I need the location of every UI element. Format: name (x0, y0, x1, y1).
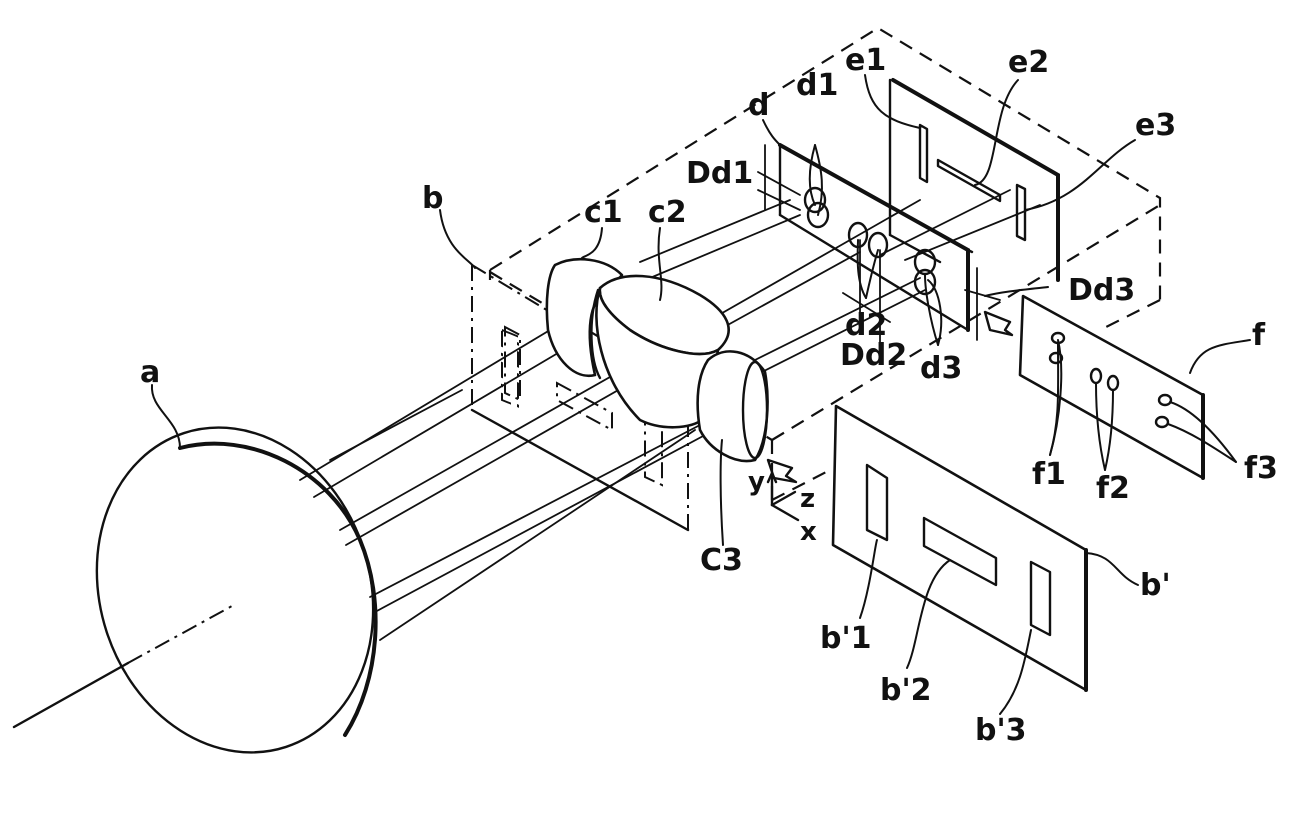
slit-plate-b-prime (831, 404, 1088, 692)
label-b: b (422, 181, 443, 216)
label-a: a (140, 355, 160, 390)
slit-plate-e (849, 78, 1060, 282)
label-f3: f3 (1244, 451, 1278, 486)
concave-mirror-a (12, 426, 378, 754)
dimension-markers (757, 144, 1014, 484)
coordinate-axes (766, 471, 800, 522)
axis-label-z: z (800, 484, 815, 514)
label-e1: e1 (845, 43, 886, 78)
label-b-prime: b' (1140, 568, 1171, 603)
label-dd3: Dd3 (1068, 273, 1135, 308)
label-dd1: Dd1 (686, 156, 753, 191)
axis-label-x: x (800, 517, 817, 547)
label-dd2: Dd2 (840, 338, 907, 373)
labels: a b c1 c2 C3 d d1 d2 d3 Dd1 Dd2 Dd3 e1 e… (140, 43, 1278, 748)
hole-plate-f (1018, 294, 1205, 480)
leader-lines (150, 74, 1251, 715)
label-f: f (1252, 318, 1266, 353)
label-c2: c2 (648, 195, 687, 230)
label-d: d (748, 88, 769, 123)
lens-c3 (696, 350, 769, 463)
label-f1: f1 (1032, 457, 1066, 492)
label-c3: C3 (700, 543, 743, 578)
label-e2: e2 (1008, 45, 1049, 80)
label-d1: d1 (796, 68, 838, 103)
arrow-right-icon (983, 310, 1014, 337)
label-f2: f2 (1096, 471, 1130, 506)
label-b-prime-1: b'1 (820, 621, 872, 656)
label-d3: d3 (920, 351, 962, 386)
aperture-plate-d (778, 143, 974, 332)
lens-c2 (595, 274, 730, 429)
label-e3: e3 (1135, 108, 1176, 143)
label-b-prime-3: b'3 (975, 713, 1027, 748)
label-b-prime-2: b'2 (880, 673, 932, 708)
label-d2: d2 (845, 308, 887, 343)
light-beams (299, 199, 926, 641)
label-c1: c1 (584, 195, 623, 230)
axis-label-y: y (748, 467, 765, 497)
